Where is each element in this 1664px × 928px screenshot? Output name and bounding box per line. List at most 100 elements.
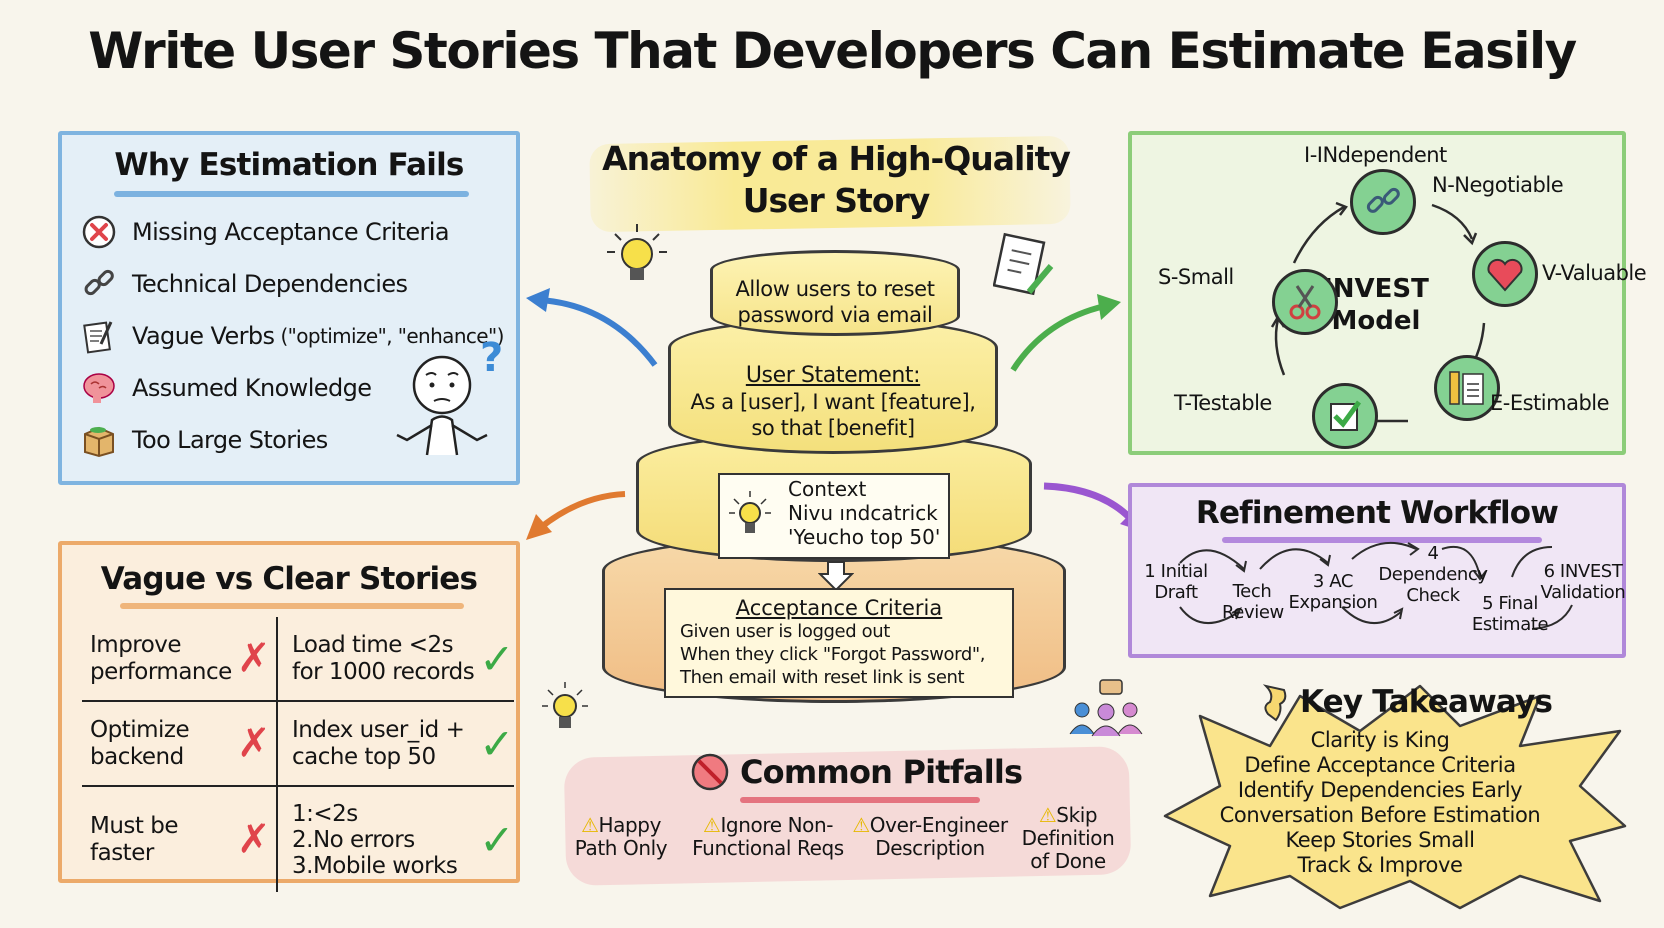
context-line: Nivu ındcatrick [788,501,938,525]
team-icon [1068,678,1148,742]
table-row: Optimize backend ✗ Index user_id + cache… [82,702,514,787]
takeaway-item: Clarity is King [1310,728,1450,752]
refinement-workflow-panel: Refinement Workflow 1 Initial Draft Tech… [1128,483,1626,658]
pitfall-item: ⚠Happy Path Only [574,813,668,860]
lightbulb-icon [728,489,772,549]
orange-arrow-icon [526,491,626,540]
context-title: Context [788,477,867,501]
workflow-step: 5 Final Estimate [1471,593,1549,635]
invest-label: V-Valuable [1542,261,1647,285]
table-row: Must be faster ✗ 1:<2s 2.No errors 3.Mob… [82,787,514,892]
ruler-clipboard-icon [1449,371,1484,405]
invest-label: S-Small [1158,265,1234,289]
scissors-icon [1289,285,1321,320]
workflow-step: Tech Review [1222,581,1284,623]
starburst-shape [1163,684,1627,910]
x-circle-icon [80,213,118,251]
ac-line: Then email with reset link is sent [680,667,965,688]
x-mark-icon: ✗ [236,635,271,681]
confused-person-icon [392,345,512,489]
story-summary: Allow users to reset password via email [735,277,935,327]
broken-link-icon [1366,187,1400,213]
warning-icon: ⚠ [702,813,721,837]
takeaway-item: Track & Improve [1297,853,1463,877]
ac-line: Given user is logged out [680,621,890,642]
lightbulb-icon [540,680,590,744]
acceptance-criteria-box: Acceptance Criteria Given user is logged… [664,588,1014,698]
clear-text: Index user_id + cache top 50 [292,716,465,770]
invest-node-independent [1350,169,1416,235]
green-arrow-icon [1010,294,1121,372]
main-title: Write User Stories That Developers Can E… [88,22,1577,80]
clipboard-pencil-icon [992,230,1057,304]
clear-text: Load time <2s for 1000 records [292,631,475,685]
vague-text: Improve performance [90,631,232,685]
takeaway-item: Conversation Before Estimation [1219,803,1541,827]
vague-vs-clear-panel: Vague vs Clear Stories Improve performan… [58,541,520,892]
pitfall-item: ⚠Over-Engineer Description [852,813,1008,860]
user-statement: User Statement: As a [user], I want [fea… [690,363,976,440]
vague-text: Optimize backend [90,716,190,770]
workflow-step: 6 INVEST Validation [1540,561,1626,603]
document-pencil-icon [80,317,118,355]
check-mark-icon: ✓ [479,719,514,768]
context-box: Context Nivu ındcatrick 'Yeucho top 50' [718,473,950,559]
takeaways-title: Key Takeaways [1258,682,1553,722]
broken-link-icon [80,265,118,303]
check-mark-icon: ✓ [479,634,514,683]
x-mark-icon: ✗ [236,816,271,862]
invest-center-label: INVEST Model [1323,274,1429,336]
title-underline [114,191,469,197]
why-item: Technical Dependencies [80,265,408,303]
takeaway-item: Identify Dependencies Early [1237,778,1523,802]
invest-label: E-Estimable [1490,391,1610,415]
lightbulb-icon [605,222,669,298]
invest-node-small [1272,269,1338,335]
invest-model-panel: INVEST Model I-INdependent N-Negotiable … [1128,131,1647,455]
cake-tier-top [710,250,960,336]
why-item: Vague Verbs ("optimize", "enhance") [80,317,504,355]
why-item: Missing Acceptance Criteria [80,213,450,251]
box-icon [80,421,118,459]
invest-node-estimable [1434,355,1500,421]
vague-text: Must be faster [90,812,178,866]
warning-icon: ⚠ [852,813,870,837]
panel-title: Why Estimation Fails [114,147,464,183]
ac-line: When they click "Forgot Password", [680,644,986,665]
warning-icon: ⚠ [1038,803,1057,827]
takeaway-item: Define Acceptance Criteria [1244,753,1516,777]
invest-label: N-Negotiable [1432,173,1564,197]
puzzle-piece-icon [1262,684,1287,722]
invest-label: T-Testable [1174,391,1272,415]
question-mark-icon: ? [480,335,504,381]
title-underline [740,797,980,803]
panel-title: Refinement Workflow [1195,495,1559,531]
why-estimation-fails-panel: Why Estimation Fails Missing Acceptance … [58,131,520,485]
takeaway-item: Keep Stories Small [1285,828,1475,852]
invest-node-valuable [1472,241,1538,307]
clear-text: 1:<2s 2.No errors 3.Mobile works [292,800,458,879]
title-underline [1222,537,1542,543]
pitfalls-title: Common Pitfalls [690,752,1023,792]
pitfall-item: ⚠Skip Definition of Done [1021,803,1115,873]
pitfall-item: ⚠Ignore Non- Functional Reqs [692,813,844,860]
prohibited-icon [691,753,729,791]
x-mark-icon: ✗ [236,720,271,766]
workflow-step: 1 Initial Draft [1144,561,1208,603]
ac-title: Acceptance Criteria [735,596,943,620]
anatomy-title: Anatomy of a High-Quality User Story [602,139,1071,220]
why-item: Assumed Knowledge [80,369,372,407]
why-item: Too Large Stories [80,421,328,459]
comparison-table: Improve performance ✗ Load time <2s for … [82,617,514,892]
blue-arrow-icon [526,288,658,367]
context-line: 'Yeucho top 50' [788,525,941,549]
table-row: Improve performance ✗ Load time <2s for … [82,617,514,702]
panel-title: Vague vs Clear Stories [100,561,478,597]
workflow-step: 3 AC Expansion [1288,571,1378,613]
heart-icon [1487,258,1523,292]
check-mark-icon: ✓ [479,815,514,864]
invest-label: I-INdependent [1304,143,1447,167]
down-arrow-icon [817,560,855,598]
checkbox-icon [1330,400,1362,431]
workflow-step: 4 Dependency Check [1378,543,1488,606]
